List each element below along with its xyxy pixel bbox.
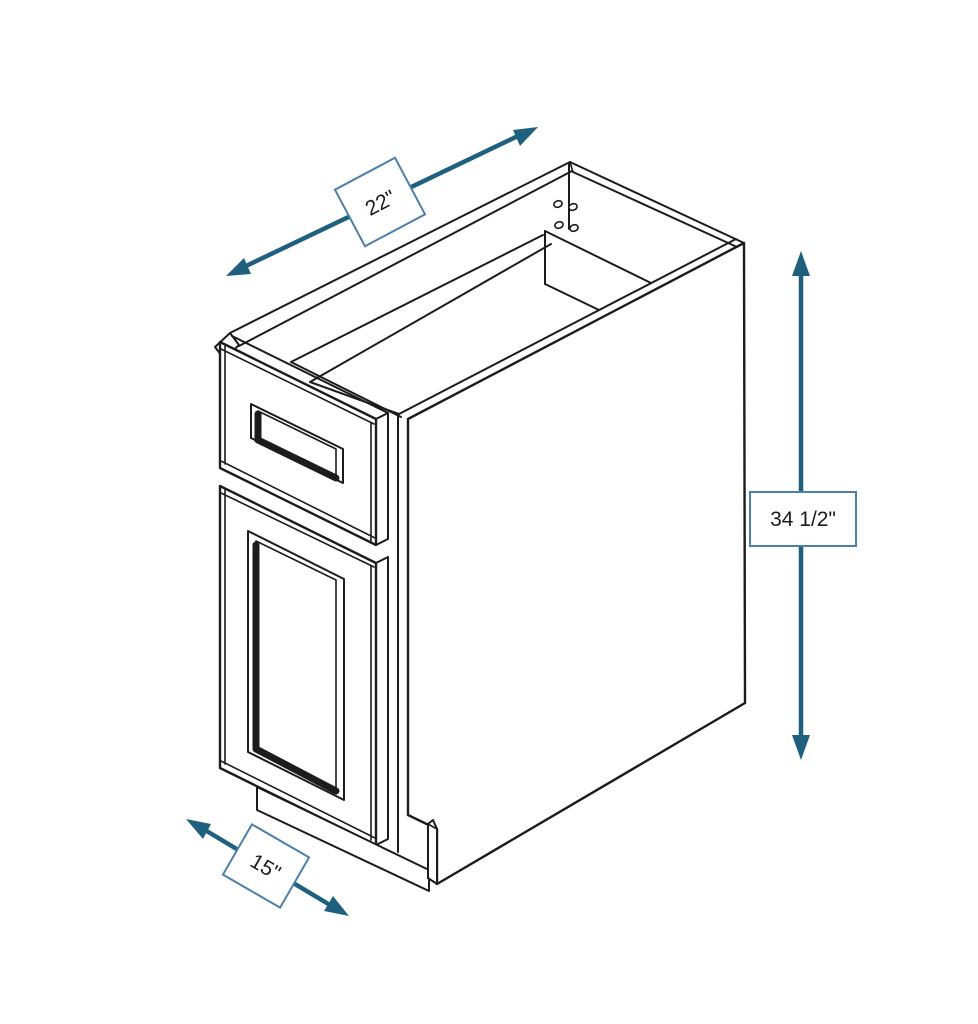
- toe-kick: [256, 786, 438, 892]
- width-arrowheads: [186, 819, 349, 916]
- side-panel: [406, 241, 747, 886]
- height-arrowheads: [792, 251, 810, 760]
- top-rim-edges: [214, 161, 745, 415]
- door-shaker-panel: [247, 530, 345, 801]
- depth-dimension-label: 22": [333, 156, 427, 248]
- toe-kick-return-post: [427, 819, 438, 885]
- screw-holes: [553, 199, 579, 233]
- height-dimension-label: 34 1/2": [749, 491, 857, 547]
- depth-arrowheads: [226, 127, 538, 276]
- width-dimension-label: 15": [221, 823, 311, 909]
- cabinet-interior-lines: [290, 230, 652, 418]
- depth-label-box: [333, 156, 427, 248]
- cabinet-door: [218, 484, 389, 847]
- drawer-handle-recess: [250, 403, 344, 484]
- height-label-box: [749, 491, 857, 547]
- cabinet-line-art: [214, 161, 747, 892]
- height-label-text: 34 1/2": [770, 508, 836, 531]
- drawer-front: [218, 335, 389, 547]
- width-label-box: [221, 823, 311, 909]
